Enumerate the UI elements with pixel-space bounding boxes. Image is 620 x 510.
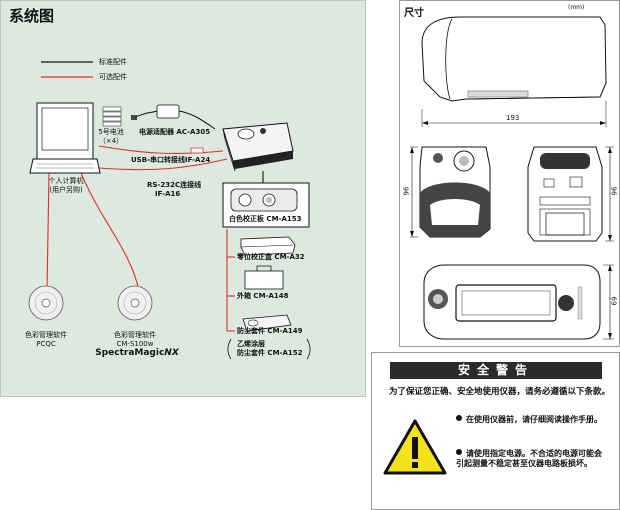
bullet-icon bbox=[456, 449, 462, 455]
dimensions-panel: 尺寸 (mm) bbox=[399, 0, 620, 347]
software-disc-icon bbox=[28, 285, 64, 321]
safety-warning-panel: 安全警告 为了保证您正确、安全地使用仪器，请务必遵循以下条款。 在使用仪器前，请… bbox=[371, 352, 620, 510]
system-diagram-panel: 系统图 bbox=[0, 0, 366, 397]
adapter-label: 电源适配器 AC-A305 bbox=[139, 128, 211, 136]
software2-model-label: CM-S100w bbox=[116, 340, 154, 348]
device-back-view-icon bbox=[527, 146, 603, 242]
software-disc-icon bbox=[117, 285, 153, 321]
system-diagram-title: 系统图 bbox=[9, 7, 55, 25]
height-dimension-front: 96 bbox=[402, 186, 411, 196]
pc-label: 个人计算机 bbox=[48, 177, 84, 185]
rs232-cable-label: RS-232C连接线 bbox=[147, 181, 202, 189]
device-bottom-view-icon bbox=[423, 264, 601, 340]
white-cal-label: 白色校正板 CM-A153 bbox=[229, 215, 302, 223]
software2-brand: SpectraMagicNX bbox=[87, 348, 187, 358]
dust-cover-alt2-label: 防尘套件 CM-A152 bbox=[237, 349, 303, 357]
software2-name-label: 色彩管理软件 bbox=[114, 331, 156, 339]
bullet-icon bbox=[456, 415, 462, 421]
rs232-model-label: IF-A16 bbox=[155, 190, 181, 198]
legend-optional-label: 可选配件 bbox=[99, 73, 127, 81]
dust-cover-label: 防尘套件 CM-A149 bbox=[237, 327, 303, 335]
warning-triangle-icon bbox=[383, 419, 447, 475]
colorimeter-device-icon bbox=[222, 122, 294, 172]
device-side-view-icon bbox=[421, 16, 607, 102]
warning-item-2: 请使用指定电源。不合适的电源可能会引起测量不稳定甚至仪器电路板损坏。 bbox=[456, 449, 606, 469]
usb-cable-label: USB-串口转接线IF-A24 bbox=[131, 156, 211, 164]
software2-brand-text: SpectraMagic bbox=[95, 348, 165, 358]
device-front-view-icon bbox=[419, 146, 491, 238]
battery-icon bbox=[102, 106, 122, 127]
height-dimension-back: 96 bbox=[609, 186, 618, 196]
ac-adapter-icon bbox=[131, 104, 216, 130]
software1-name-label: 色彩管理软件 bbox=[25, 331, 67, 339]
software1-model-label: PCQC bbox=[36, 340, 56, 348]
legend-standard-label: 标准配件 bbox=[99, 58, 127, 66]
dimensions-drawing bbox=[410, 16, 614, 340]
dust-cover-alt1-label: 乙烯涂层 bbox=[237, 340, 265, 348]
zero-cal-label: 零位校正盒 CM-A32 bbox=[237, 253, 305, 261]
warning-item-1-text: 在使用仪器前，请仔细阅读操作手册。 bbox=[466, 415, 602, 424]
system-diagram-drawing bbox=[28, 61, 311, 360]
battery-qty-label: （×4） bbox=[98, 137, 124, 145]
zero-calibration-box-icon bbox=[240, 236, 296, 256]
laptop-icon bbox=[29, 102, 101, 174]
dimensions-unit: (mm) bbox=[568, 4, 585, 11]
dust-cover-icon bbox=[242, 314, 292, 332]
warning-item-1: 在使用仪器前，请仔细阅读操作手册。 bbox=[456, 415, 606, 425]
battery-label: 5号电池 bbox=[98, 128, 124, 136]
pc-note-label: (用户另购) bbox=[49, 186, 83, 194]
case-label: 外箱 CM-A148 bbox=[237, 292, 289, 300]
width-dimension: 193 bbox=[506, 114, 520, 122]
depth-dimension: 69 bbox=[609, 296, 618, 306]
warning-intro: 为了保证您正确、安全地使用仪器，请务必遵循以下条款。 bbox=[389, 387, 611, 397]
software2-brand-suffix: NX bbox=[164, 348, 179, 358]
dimensions-title: 尺寸 bbox=[404, 8, 424, 19]
warning-title: 安全警告 bbox=[390, 362, 602, 379]
warning-item-2-text: 请使用指定电源。不合适的电源可能会引起测量不稳定甚至仪器电路板损坏。 bbox=[456, 449, 602, 468]
carrying-case-icon bbox=[244, 265, 284, 290]
white-calibration-plate-icon bbox=[230, 188, 298, 212]
